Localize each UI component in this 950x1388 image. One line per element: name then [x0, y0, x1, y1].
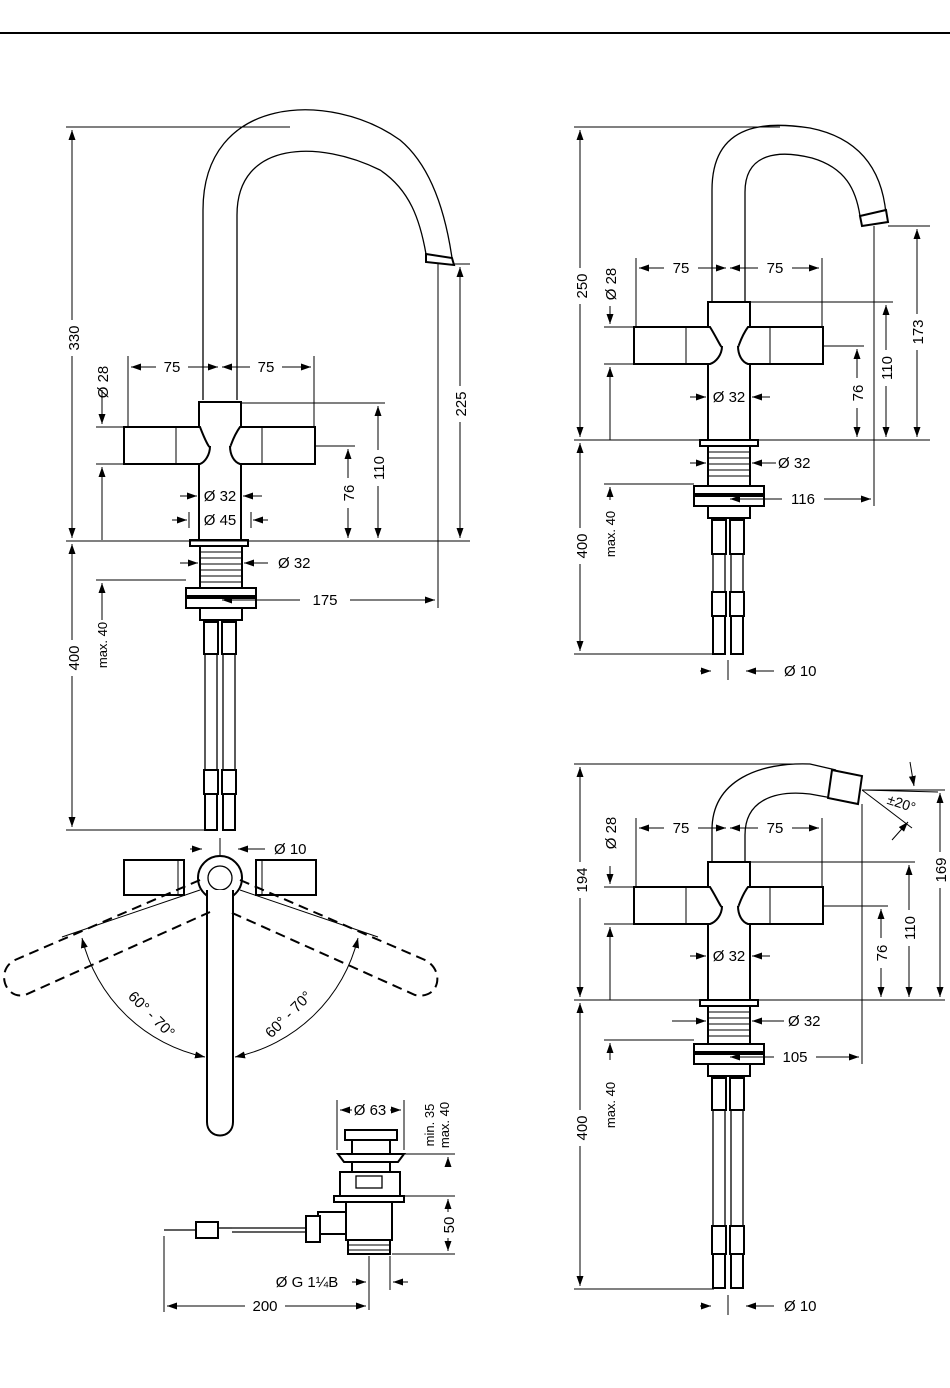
label-bidet-shank-d32: Ø 32: [788, 1013, 821, 1030]
rot-handle-right: [256, 860, 316, 895]
rotation-top-view: 60° - 70° 60° - 70°: [4, 856, 437, 1136]
waste-thread: [348, 1240, 390, 1254]
bidet-spout-outer: [712, 764, 836, 862]
label-waste-50: 50: [441, 1217, 458, 1234]
label-bidet-d28: Ø 28: [603, 817, 620, 850]
label-waste-d63: Ø 63: [354, 1102, 387, 1119]
label-medium-173: 173: [910, 319, 927, 344]
label-bidet-169: 169: [933, 857, 950, 882]
tall-hose-fitting-left: [204, 622, 218, 654]
label-tall-d28: Ø 28: [95, 366, 112, 399]
waste-rod-nut: [318, 1212, 346, 1234]
label-waste-min35: min. 35: [422, 1104, 437, 1147]
label-tall-d32: Ø 32: [204, 488, 237, 505]
bidet-handle-right: [738, 887, 823, 924]
waste-knob: [196, 1222, 218, 1238]
label-tall-400: 400: [66, 645, 83, 670]
label-tall-75-left: 75: [164, 359, 181, 376]
tall-hose-end-right: [222, 770, 236, 794]
label-medium-75-left: 75: [673, 260, 690, 277]
label-tall-d10: Ø 10: [274, 841, 307, 858]
medium-handle-left: [634, 327, 722, 364]
bidet-handle-left: [634, 887, 722, 924]
label-medium-110: 110: [879, 356, 896, 380]
label-waste-200: 200: [252, 1298, 277, 1315]
waste-cap: [345, 1130, 397, 1140]
label-bidet-d10: Ø 10: [784, 1298, 817, 1315]
tall-clamp: [200, 608, 242, 620]
medium-aerator: [860, 210, 888, 226]
label-tall-d45: Ø 45: [204, 512, 237, 529]
label-medium-max40: max. 40: [603, 511, 618, 557]
label-bidet-76: 76: [874, 945, 891, 962]
label-medium-75-right: 75: [767, 260, 784, 277]
label-bidet-75-left: 75: [673, 820, 690, 837]
rot-spout: [207, 890, 233, 1136]
label-medium-shank-d32: Ø 32: [778, 455, 811, 472]
label-bidet-max40: max. 40: [603, 1082, 618, 1128]
label-bidet-400: 400: [574, 1115, 591, 1140]
label-bidet-194: 194: [574, 867, 591, 892]
label-medium-76: 76: [850, 385, 867, 402]
label-medium-d28: Ø 28: [603, 268, 620, 301]
label-medium-d32: Ø 32: [713, 389, 746, 406]
label-medium-250: 250: [574, 273, 591, 298]
label-bidet-110: 110: [902, 916, 919, 940]
label-tall-max40: max. 40: [95, 622, 110, 668]
tall-faucet-view: 330 400 max. 40 Ø 28 75 75 110 7: [62, 110, 470, 858]
label-waste-max40: max. 40: [437, 1102, 452, 1148]
medium-handle-right: [738, 327, 823, 364]
label-bidet-105: 105: [782, 1049, 807, 1066]
label-tall-76: 76: [341, 485, 358, 502]
label-bidet-d32: Ø 32: [713, 948, 746, 965]
bidet-aerator: [828, 770, 862, 804]
waste-body: [346, 1202, 392, 1240]
label-tall-110: 110: [371, 456, 388, 480]
bidet-body: [708, 862, 750, 1000]
medium-spout-inner: [745, 154, 860, 302]
tall-nut: [186, 588, 256, 596]
tall-handle-right: [230, 427, 315, 464]
tall-hose-fitting-right: [222, 622, 236, 654]
label-tall-175: 175: [312, 592, 337, 609]
waste-view: Ø 63 min. 35 max. 40 50 Ø G 1¼B 200: [164, 1100, 458, 1315]
label-bidet-75-right: 75: [767, 820, 784, 837]
label-rot-right: 60° - 70°: [262, 988, 316, 1042]
medium-body: [708, 302, 750, 440]
label-tall-75-right: 75: [258, 359, 275, 376]
label-tall-225: 225: [453, 391, 470, 416]
label-medium-d10: Ø 10: [784, 663, 817, 680]
label-tall-330: 330: [66, 325, 83, 350]
medium-faucet-view: 250 400 max. 40 Ø 28 75 75 110 7: [570, 125, 930, 680]
bidet-faucet-view: 194 400 max. 40 Ø 28 75 75 110 7: [570, 762, 950, 1315]
tall-handle-left: [124, 427, 210, 464]
label-tall-shank-d32: Ø 32: [278, 555, 311, 572]
label-rot-left: 60° - 70°: [124, 988, 178, 1042]
label-waste-thread: Ø G 1¼B: [276, 1274, 339, 1291]
label-medium-116: 116: [791, 491, 815, 508]
rot-handle-left: [124, 860, 184, 895]
tall-hose-end-left: [204, 770, 218, 794]
tall-aerator: [426, 254, 454, 265]
label-medium-400: 400: [574, 533, 591, 558]
